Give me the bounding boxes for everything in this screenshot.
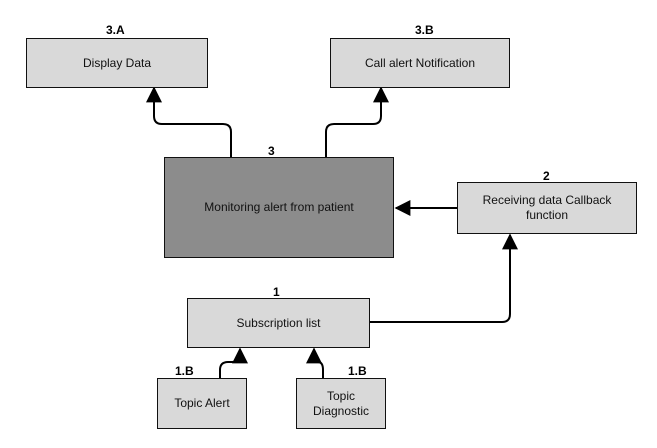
node-call-alert-notification: Call alert Notification: [330, 38, 510, 88]
node-topic-diagnostic: Topic Diagnostic: [296, 378, 386, 429]
node-number-display-data: 3.A: [106, 23, 125, 37]
node-label-call-alert: Call alert Notification: [364, 55, 476, 70]
node-number-topic-alert: 1.B: [175, 364, 194, 378]
node-display-data: Display Data: [26, 38, 208, 88]
arrow-subscription-to-receiving: [370, 233, 518, 323]
node-number-monitoring: 3: [268, 144, 275, 158]
node-label-subscription: Subscription list: [236, 315, 321, 330]
node-monitoring-alert: Monitoring alert from patient: [164, 157, 394, 258]
node-label-topic-diagnostic: Topic Diagnostic: [312, 388, 370, 418]
node-receiving-data-callback: Receiving data Callback function: [457, 182, 637, 234]
node-label-receiving: Receiving data Callback function: [482, 193, 612, 222]
node-label-display-data: Display Data: [82, 55, 152, 70]
node-topic-alert: Topic Alert: [157, 378, 247, 429]
node-number-call-alert: 3.B: [415, 23, 434, 37]
arrow-topic-diagnostic-to-subscription: [306, 347, 324, 378]
arrow-monitoring-to-display-data: [146, 86, 232, 157]
arrow-topic-alert-to-subscription: [219, 347, 248, 378]
node-label-topic-alert: Topic Alert: [174, 396, 230, 410]
node-number-topic-diagnostic: 1.B: [348, 364, 367, 378]
node-label-monitoring: Monitoring alert from patient: [204, 200, 354, 214]
node-subscription-list: Subscription list: [187, 298, 370, 348]
node-number-receiving: 2: [543, 169, 550, 183]
node-number-subscription: 1: [273, 285, 280, 299]
arrow-monitoring-to-call-alert: [325, 86, 389, 157]
